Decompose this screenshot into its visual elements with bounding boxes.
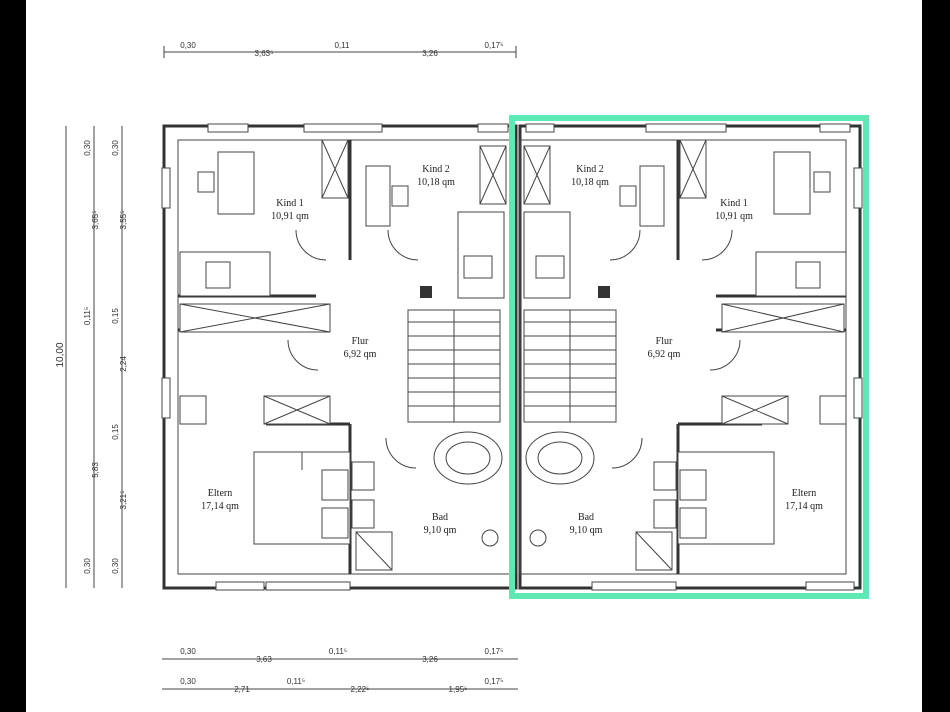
- dim-lo-2: 0,11⁵: [83, 307, 92, 325]
- dim-li-5: 3,21⁵: [119, 491, 128, 510]
- dim-li-0: 0,30: [111, 140, 120, 156]
- room-area-left-kind2: 10,18 qm: [417, 177, 455, 188]
- dim-b2-2: 0,11⁵: [287, 677, 305, 686]
- bottom-dimension-line-2: 0,30 2,71 0,11⁵ 2,22⁵ 1,95⁵ 0,17⁵: [162, 677, 518, 694]
- dim-li-6: 0,30: [111, 558, 120, 574]
- bottom-dimension-line-1: 0,30 3,63 0,11⁵ 3,26 0,17⁵: [162, 647, 518, 664]
- room-area-right-bad: 9,10 qm: [570, 525, 603, 536]
- dim-top-4: 0,17⁵: [485, 41, 504, 50]
- dim-li-1: 3,55⁵: [119, 211, 128, 230]
- right-unit-labels: Kind 2 10,18 qm Kind 1 10,91 qm Flur 6,9…: [570, 164, 824, 536]
- dim-lo-3: 5,83: [91, 462, 100, 478]
- room-name-right-flur: Flur: [656, 336, 673, 347]
- room-area-left-flur: 6,92 qm: [344, 349, 377, 360]
- right-unit: [518, 123, 863, 591]
- dim-lo-0: 0,30: [83, 140, 92, 156]
- floor-plan-drawing: 0,30 3,63⁵ 0,11 3,26 0,17⁵ 0,30 3,63 0,1…: [55, 41, 869, 694]
- dim-b2-3: 2,22⁵: [351, 685, 370, 694]
- room-name-left-kind2: Kind 2: [422, 164, 450, 175]
- dim-b2-1: 2,71: [234, 685, 250, 694]
- dim-left-total: 10,00: [55, 342, 66, 367]
- room-area-left-bad: 9,10 qm: [424, 525, 457, 536]
- dim-b1-2: 0,11⁵: [329, 647, 347, 656]
- dim-b2-4: 1,95⁵: [449, 685, 468, 694]
- dim-li-4: 0,15: [111, 424, 120, 440]
- dim-top-1: 3,63⁵: [255, 49, 274, 58]
- top-dimension-line: 0,30 3,63⁵ 0,11 3,26 0,17⁵: [163, 41, 517, 58]
- room-name-left-bad: Bad: [432, 512, 448, 523]
- room-name-left-flur: Flur: [352, 336, 369, 347]
- dim-b2-0: 0,30: [180, 677, 196, 686]
- left-dimension-lines: 10,00 0,30 3,65⁵ 0,11⁵ 5,83 0,30 0,30 3,…: [55, 126, 128, 588]
- dim-b2-5: 0,17⁵: [485, 677, 504, 686]
- dim-top-0: 0,30: [180, 41, 196, 50]
- dim-lo-1: 3,65⁵: [91, 211, 100, 230]
- room-area-right-eltern: 17,14 qm: [785, 501, 823, 512]
- dim-b1-1: 3,63: [256, 655, 272, 664]
- room-area-right-flur: 6,92 qm: [648, 349, 681, 360]
- room-name-right-kind1: Kind 1: [720, 198, 748, 209]
- dim-lo-4: 0,30: [83, 558, 92, 574]
- left-unit: [161, 123, 518, 591]
- room-area-right-kind2: 10,18 qm: [571, 177, 609, 188]
- dim-li-2: 0,15: [111, 308, 120, 324]
- room-name-left-eltern: Eltern: [208, 488, 232, 499]
- room-area-left-kind1: 10,91 qm: [271, 211, 309, 222]
- room-name-right-kind2: Kind 2: [576, 164, 604, 175]
- room-name-right-bad: Bad: [578, 512, 594, 523]
- room-area-left-eltern: 17,14 qm: [201, 501, 239, 512]
- dim-b1-3: 3,26: [422, 655, 438, 664]
- left-unit-labels: Kind 1 10,91 qm Kind 2 10,18 qm Flur 6,9…: [201, 164, 457, 536]
- dim-top-3: 3,26: [422, 49, 438, 58]
- dim-top-2: 0,11: [335, 41, 351, 50]
- room-area-right-kind1: 10,91 qm: [715, 211, 753, 222]
- dim-b1-0: 0,30: [180, 647, 196, 656]
- selected-unit-highlight: [509, 115, 869, 599]
- dim-li-3: 2,24: [119, 356, 128, 372]
- room-name-left-kind1: Kind 1: [276, 198, 304, 209]
- dim-b1-4: 0,17⁵: [485, 647, 504, 656]
- room-name-right-eltern: Eltern: [792, 488, 816, 499]
- floor-plan-sheet: 0,30 3,63⁵ 0,11 3,26 0,17⁵ 0,30 3,63 0,1…: [26, 0, 922, 712]
